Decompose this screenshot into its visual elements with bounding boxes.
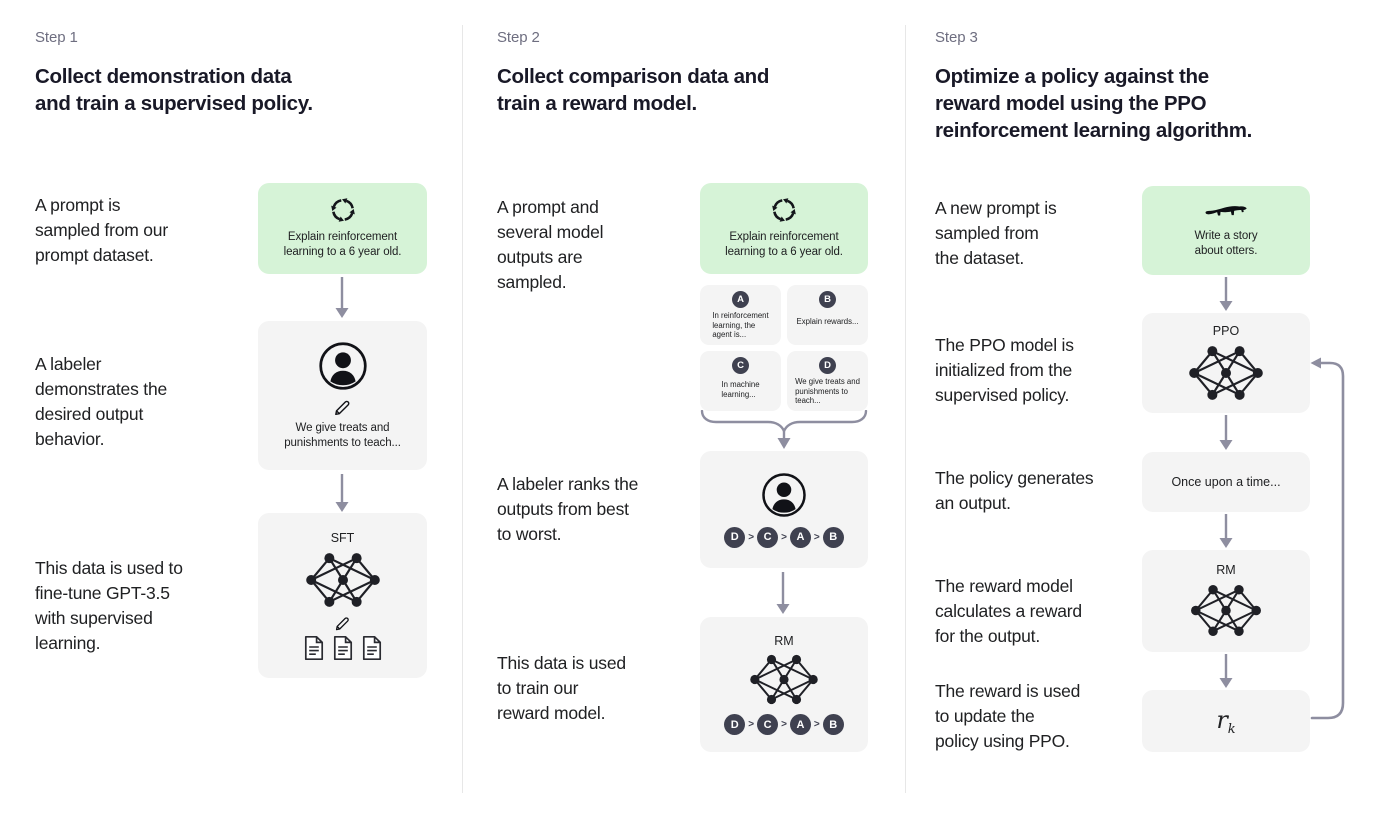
ppo-label: PPO [1212,323,1240,338]
step2-labeler-box: D > C > A > B [700,451,868,568]
down-arrow [335,277,349,318]
document-icon [303,635,325,661]
rank-separator: > [813,719,820,730]
step2-label: Step 2 [497,29,540,46]
neural-network-icon [1186,343,1266,403]
rank-separator: > [748,531,755,543]
rank-separator: > [813,531,820,543]
reward-symbol: rk [1216,706,1235,737]
step1-sft-box: SFT [258,513,427,678]
down-arrow [335,474,349,512]
rank-ball: D [724,714,746,735]
step3-reward-box: rk [1142,690,1310,752]
otter-icon [1203,202,1249,222]
rm-label: RM [1216,563,1236,577]
ranking-row: D > C > A > B [724,526,844,548]
pencil-icon [334,614,352,632]
rank-ball: D [724,526,746,548]
column-divider [905,25,906,793]
merge-brace-arrow [700,410,868,449]
feedback-loop-arrow [1310,357,1345,720]
reward-subscript: k [1227,721,1236,737]
neural-network-icon [303,550,383,610]
person-icon [318,341,368,391]
step3-ppo-box: PPO [1142,313,1310,413]
step1-label: Step 1 [35,29,78,46]
rank-ball: A [789,714,811,735]
step3-label: Step 3 [935,29,978,46]
letter-badge-a: A [732,291,749,308]
step3-output-box: Once upon a time... [1142,452,1310,512]
rank-ball: B [822,526,844,548]
cycle-arrows-icon [330,197,356,223]
rank-separator: > [781,719,787,730]
document-icon [361,635,383,661]
ranking-row: D > C > A > B [724,714,844,735]
output-b-text: Explain rewards... [796,317,859,326]
down-arrow [1219,415,1233,450]
sft-label: SFT [330,530,355,545]
letter-badge-d: D [819,357,836,374]
person-icon [761,472,807,518]
rank-ball: C [757,526,779,548]
down-arrow [1219,514,1233,548]
step3-rm-box: RM [1142,550,1310,652]
step3-output-text: Once upon a time... [1171,474,1281,489]
rank-ball: B [822,714,844,735]
rank-ball: A [789,526,811,548]
rank-ball: C [757,714,779,735]
cycle-arrows-icon [771,197,797,223]
pencil-icon [333,397,353,417]
reward-base: r [1216,705,1228,734]
down-arrow [1219,654,1233,688]
down-arrow [1219,277,1233,311]
column-divider [462,25,463,793]
down-arrow [776,572,790,614]
documents-row [303,635,383,661]
letter-badge-c: C [732,357,749,374]
output-box-b: B Explain rewards... [787,285,868,345]
neural-network-icon [747,652,821,707]
neural-network-icon [1188,582,1264,639]
letter-badge-b: B [819,291,836,308]
document-icon [332,635,354,661]
rank-separator: > [781,531,787,543]
step2-rm-box: RM D > C > A > B [700,617,868,752]
rank-separator: > [748,719,755,730]
rm-label: RM [774,634,794,648]
